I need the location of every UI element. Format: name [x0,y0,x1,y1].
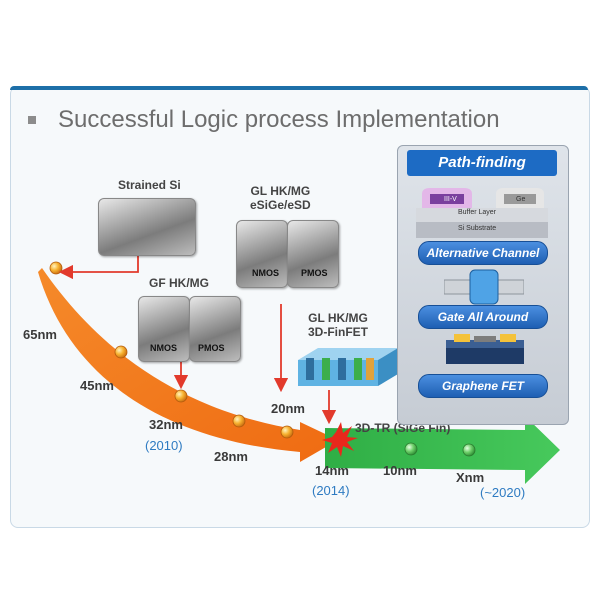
node-dot [114,345,128,359]
iii-v-label: III-V [444,196,457,203]
orange-roadmap-arrow [38,268,338,462]
node-label-14nm: 14nm [315,463,349,478]
title-row: Successful Logic process Implementation [28,104,500,136]
year-label-2010: (2010) [145,438,183,453]
node-dot [49,261,63,275]
node-dot [280,425,294,439]
node-dot [232,414,246,428]
gl-nmos-image [236,220,288,288]
slide-title: Successful Logic process Implementation [58,106,500,133]
gl-pmos-image [287,220,339,288]
ge-label: Ge [516,196,526,203]
bullet-icon [28,116,36,124]
slide-top-bar [10,86,588,90]
year-label-2014: (2014) [312,483,350,498]
node-label-20nm: 20nm [271,401,305,416]
gl-hkmg-finfet-label: GL HK/MG 3D-FinFET [308,311,368,339]
node-label-10nm: 10nm [383,463,417,478]
node-label-45nm: 45nm [80,378,114,393]
graphene-fet-button[interactable]: Graphene FET [418,374,548,398]
node-dot [462,443,476,457]
node-label-xnm: Xnm [456,470,485,485]
node-dot [404,442,418,456]
graphene-fet-illustration [446,334,524,364]
node-dot [174,389,188,403]
gf-nmos-image [138,296,190,362]
node-label-65nm: 65nm [23,327,57,342]
year-label-2020: (~2020) [480,485,526,500]
gl-nmos-label: NMOS [252,268,279,278]
si-substrate-label: Si Substrate [458,225,497,232]
gf-pmos-image [189,296,241,362]
node-label-28nm: 28nm [214,449,248,464]
gf-nmos-label: NMOS [150,343,177,353]
strained-si-label: Strained Si [118,178,181,192]
alternative-channel-illustration [416,188,548,238]
pointer-arrow [58,254,139,280]
path-finding-header: Path-finding [407,150,557,176]
node-label-32nm: 32nm [149,417,183,432]
gate-all-around-illustration [444,269,524,305]
finfet-illustration [298,348,398,386]
buffer-layer-label: Buffer Layer [458,209,497,216]
gl-hkmg-esige-label: GL HK/MG eSiGe/eSD [250,184,311,212]
gf-pmos-label: PMOS [198,343,225,353]
gl-pmos-label: PMOS [301,268,328,278]
green-roadmap-arrow [325,416,560,484]
gate-all-around-button[interactable]: Gate All Around [418,305,548,329]
strained-si-image [98,198,196,256]
alternative-channel-button[interactable]: Alternative Channel [418,241,548,265]
gf-hkmg-label: GF HK/MG [149,276,209,290]
starburst-icon [322,422,358,457]
